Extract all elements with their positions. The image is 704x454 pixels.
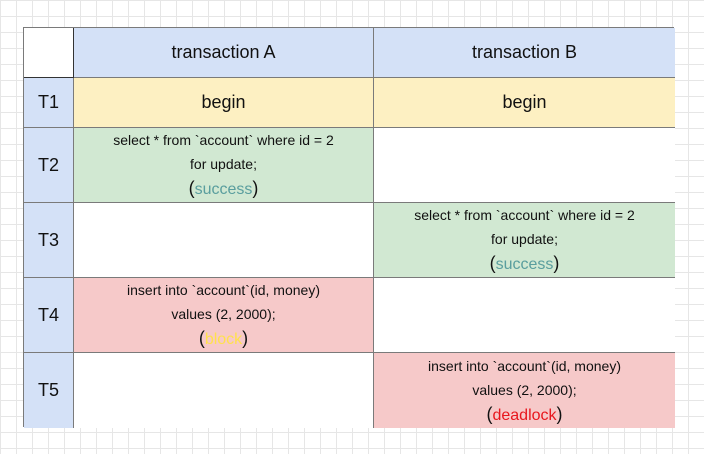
t2-transaction-a-cell: select * from `account` where id = 2 for…	[74, 128, 374, 203]
t5-b-status-line: (deadlock)	[486, 403, 563, 424]
t2-a-status-line: (success)	[188, 178, 259, 198]
time-label-t1: T1	[24, 78, 74, 128]
t3-b-status-line: (success)	[489, 253, 560, 273]
t4-transaction-a-cell: insert into `account`(id, money) values …	[74, 278, 374, 353]
t2-transaction-b-cell	[374, 128, 675, 203]
time-label-t5: T5	[24, 353, 74, 428]
t4-a-status: block	[204, 331, 243, 348]
t3-transaction-b-cell: select * from `account` where id = 2 for…	[374, 203, 675, 278]
t2-a-line-2: for update;	[190, 156, 257, 172]
t3-b-status: success	[495, 256, 554, 273]
t4-a-line-2: values (2, 2000);	[171, 306, 276, 322]
t1-a-line-1: begin	[201, 92, 246, 112]
t1-transaction-b-cell: begin	[374, 78, 675, 128]
t5-b-status: deadlock	[492, 406, 557, 424]
t1-transaction-a-cell: begin	[74, 78, 374, 128]
t1-b-line-1: begin	[502, 92, 547, 112]
t4-a-status-line: (block)	[198, 328, 249, 348]
t4-transaction-b-cell	[374, 278, 675, 353]
t5-b-line-2: values (2, 2000);	[472, 381, 577, 398]
t5-b-line-1: insert into `account`(id, money)	[428, 357, 621, 374]
header-transaction-b: transaction B	[374, 28, 675, 78]
t3-b-line-2: for update;	[491, 231, 558, 247]
corner-cell	[24, 28, 74, 78]
t5-transaction-b-cell: insert into `account`(id, money) values …	[374, 353, 675, 428]
time-label-t2: T2	[24, 128, 74, 203]
transaction-timeline-table: transaction A transaction B T1 begin beg…	[23, 27, 675, 428]
time-label-t4: T4	[24, 278, 74, 353]
header-transaction-a: transaction A	[74, 28, 374, 78]
t2-a-status: success	[194, 181, 253, 198]
t4-a-line-1: insert into `account`(id, money)	[127, 282, 320, 298]
t2-a-line-1: select * from `account` where id = 2	[113, 132, 334, 148]
time-label-t3: T3	[24, 203, 74, 278]
t5-transaction-a-cell	[74, 353, 374, 428]
t3-b-line-1: select * from `account` where id = 2	[414, 207, 635, 223]
t3-transaction-a-cell	[74, 203, 374, 278]
